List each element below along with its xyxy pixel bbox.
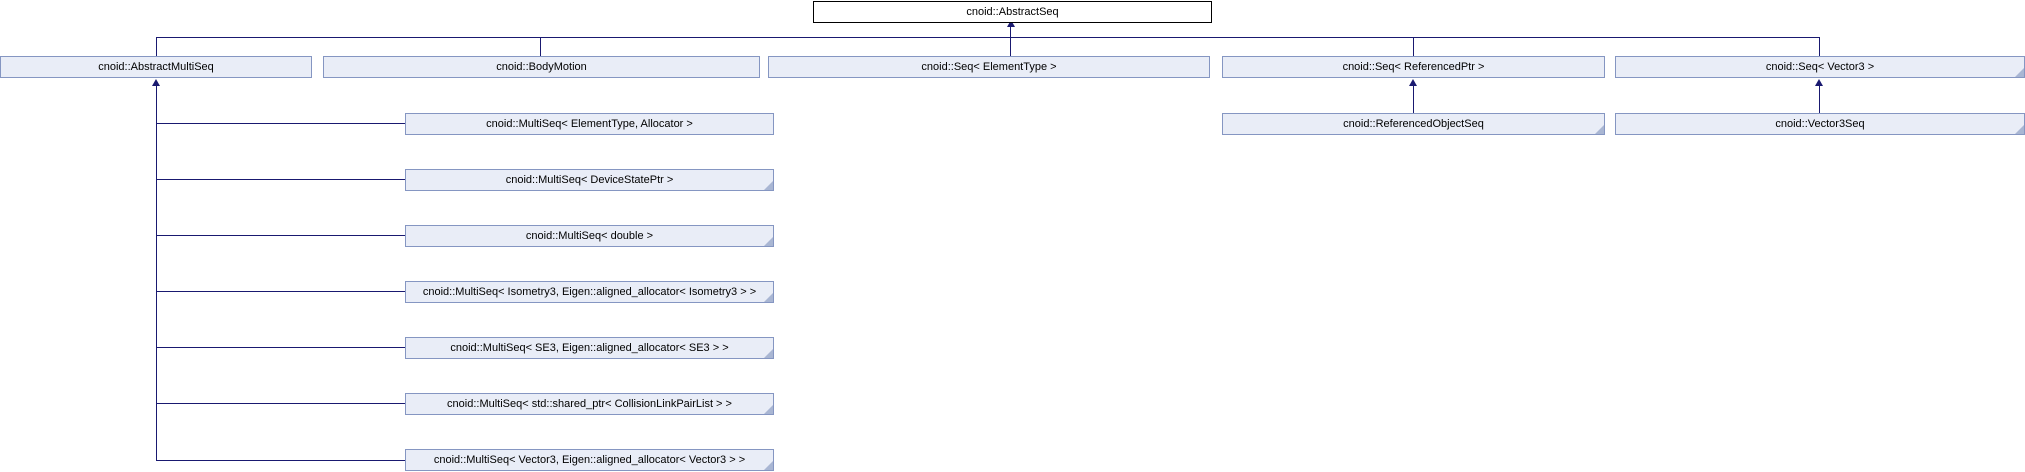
- node-cnoid-multiseq-se3[interactable]: cnoid::MultiSeq< SE3, Eigen::aligned_all…: [405, 337, 774, 359]
- node-cnoid-seq-elementtype[interactable]: cnoid::Seq< ElementType >: [768, 56, 1210, 78]
- node-cnoid-abstractseq[interactable]: cnoid::AbstractSeq: [813, 1, 1212, 23]
- edge-branch-multiseq-sharedptr: [156, 403, 405, 404]
- edge-branch-multiseq-devicestateptr: [156, 179, 405, 180]
- edge-branch-multiseq-elementtype: [156, 123, 405, 124]
- node-cnoid-multiseq-elementtype-allocator[interactable]: cnoid::MultiSeq< ElementType, Allocator …: [405, 113, 774, 135]
- folded-corner-icon: [764, 237, 773, 246]
- node-cnoid-multiseq-sharedptr-collisionlinkpairlist[interactable]: cnoid::MultiSeq< std::shared_ptr< Collis…: [405, 393, 774, 415]
- node-cnoid-multiseq-vector3[interactable]: cnoid::MultiSeq< Vector3, Eigen::aligned…: [405, 449, 774, 471]
- edge-branch-multiseq-double: [156, 235, 405, 236]
- edge-stub-seq-referencedptr: [1413, 37, 1414, 56]
- folded-corner-icon: [764, 349, 773, 358]
- folded-corner-icon: [764, 181, 773, 190]
- folded-corner-icon: [2015, 125, 2024, 134]
- edge-stub-seq-vector3: [1819, 37, 1820, 56]
- edge-branch-multiseq-isometry3: [156, 291, 405, 292]
- node-cnoid-abstractmultiseq[interactable]: cnoid::AbstractMultiSeq: [0, 56, 312, 78]
- edge-stub-abstractmultiseq: [156, 37, 157, 56]
- folded-corner-icon: [764, 461, 773, 470]
- arrow-up-to-abstractmultiseq: [152, 79, 160, 86]
- edge-root-vertical: [1010, 26, 1011, 56]
- edge-branch-multiseq-vector3: [156, 460, 405, 461]
- edge-stub-bodymotion: [540, 37, 541, 56]
- node-cnoid-seq-vector3[interactable]: cnoid::Seq< Vector3 >: [1615, 56, 2025, 78]
- edge-multiseq-bus: [156, 85, 157, 461]
- folded-corner-icon: [1595, 125, 1604, 134]
- node-cnoid-multiseq-devicestateptr[interactable]: cnoid::MultiSeq< DeviceStatePtr >: [405, 169, 774, 191]
- edge-vector3seq: [1819, 85, 1820, 113]
- node-cnoid-multiseq-double[interactable]: cnoid::MultiSeq< double >: [405, 225, 774, 247]
- arrow-up-to-abstractseq: [1007, 20, 1015, 27]
- edge-branch-multiseq-se3: [156, 347, 405, 348]
- node-cnoid-referencedobjectseq[interactable]: cnoid::ReferencedObjectSeq: [1222, 113, 1605, 135]
- node-cnoid-multiseq-isometry3[interactable]: cnoid::MultiSeq< Isometry3, Eigen::align…: [405, 281, 774, 303]
- node-cnoid-vector3seq[interactable]: cnoid::Vector3Seq: [1615, 113, 2025, 135]
- folded-corner-icon: [2015, 68, 2024, 77]
- arrow-up-to-seq-vector3: [1815, 79, 1823, 86]
- arrow-up-to-seq-referencedptr: [1409, 79, 1417, 86]
- node-cnoid-bodymotion[interactable]: cnoid::BodyMotion: [323, 56, 760, 78]
- edge-root-bus: [156, 37, 1820, 38]
- edge-referencedobjectseq: [1413, 85, 1414, 113]
- node-cnoid-seq-referencedptr[interactable]: cnoid::Seq< ReferencedPtr >: [1222, 56, 1605, 78]
- folded-corner-icon: [764, 293, 773, 302]
- folded-corner-icon: [764, 405, 773, 414]
